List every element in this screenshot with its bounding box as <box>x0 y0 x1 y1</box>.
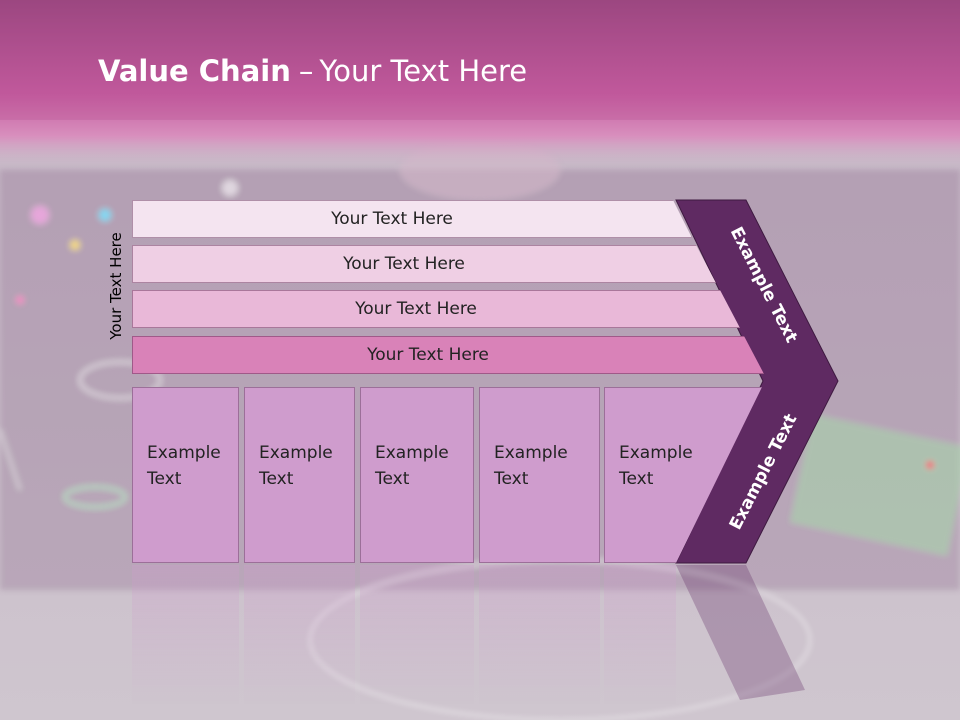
support-row-label: Your Text Here <box>367 345 489 365</box>
support-row-label: Your Text Here <box>331 209 453 229</box>
cell-line-1: Example <box>375 443 449 463</box>
reflection-cell <box>360 565 474 705</box>
reflection-cell <box>244 565 355 705</box>
cell-line-1: Example <box>494 443 568 463</box>
support-row-2: Your Text Here <box>132 245 716 283</box>
cell-line-1: Example <box>619 443 693 463</box>
value-chain-arrow <box>675 199 839 564</box>
page-title: Value Chain–Your Text Here <box>98 54 527 88</box>
cell-line-2: Text <box>259 469 294 489</box>
support-row-1: Your Text Here <box>132 200 692 238</box>
cell-line-2: Text <box>619 469 654 489</box>
reflection-cell <box>604 565 676 705</box>
cell-line-1: Example <box>147 443 221 463</box>
support-row-label: Your Text Here <box>355 299 477 319</box>
support-row-label: Your Text Here <box>343 254 465 274</box>
primary-cell-3: Example Text <box>360 387 474 563</box>
cell-line-1: Example <box>259 443 333 463</box>
title-bold: Value Chain <box>98 54 291 88</box>
cell-line-2: Text <box>375 469 410 489</box>
support-row-3: Your Text Here <box>132 290 740 328</box>
title-rest: Your Text Here <box>319 54 528 88</box>
title-separator: – <box>298 54 314 88</box>
support-row-4: Your Text Here <box>132 336 764 374</box>
primary-cell-4: Example Text <box>479 387 600 563</box>
reflection-cell <box>132 565 239 705</box>
cell-line-2: Text <box>147 469 182 489</box>
primary-cell-2: Example Text <box>244 387 355 563</box>
side-label: Your Text Here <box>107 232 125 340</box>
reflection-cell <box>479 565 600 705</box>
cell-line-2: Text <box>494 469 529 489</box>
primary-cell-1: Example Text <box>132 387 239 563</box>
